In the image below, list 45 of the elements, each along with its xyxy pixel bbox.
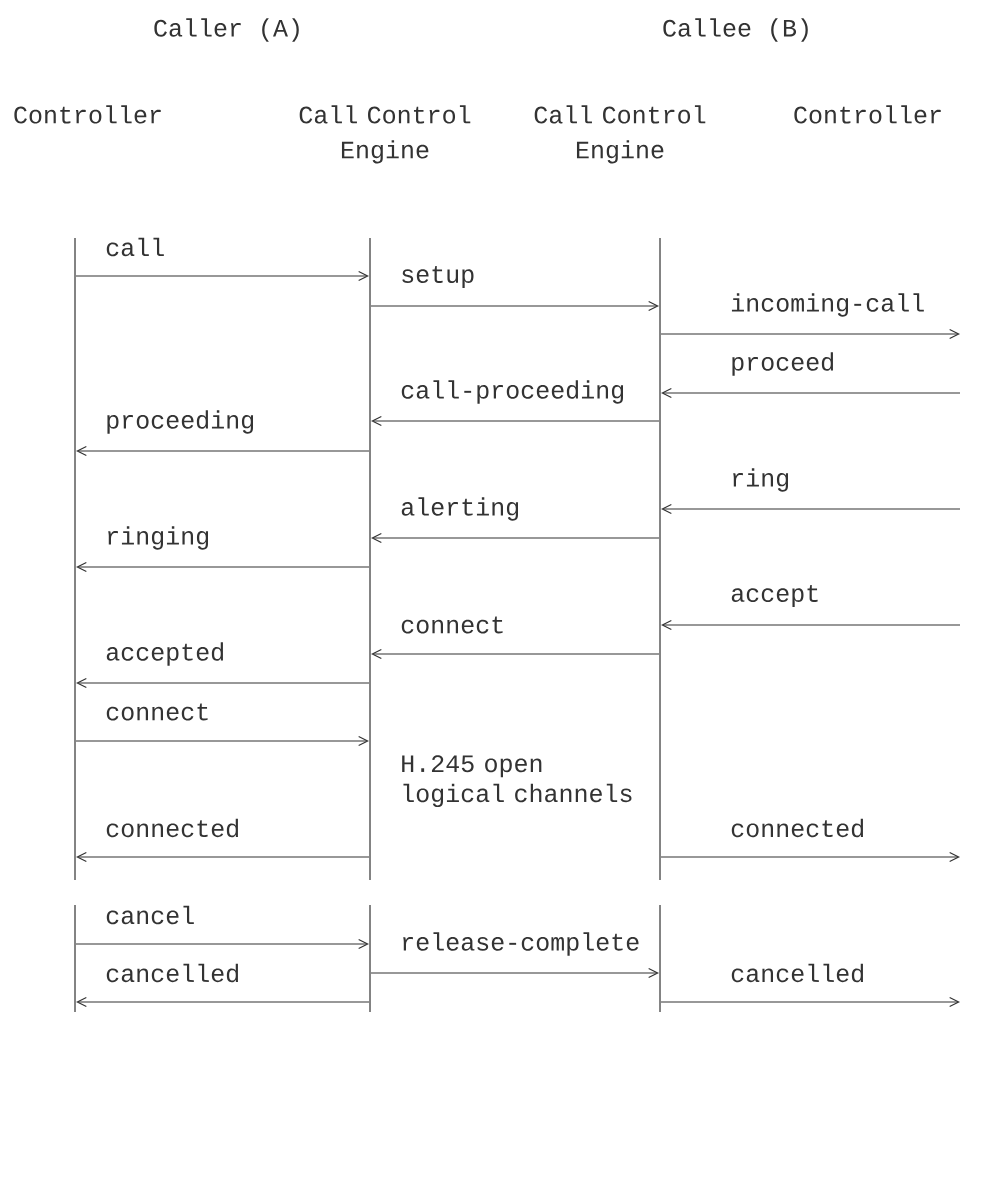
message-label: cancel (106, 905, 194, 925)
message-label: release-complete (403, 932, 639, 956)
message-label: ringing (108, 526, 209, 550)
message-label: call-proceeding (401, 380, 624, 404)
arrow (370, 300, 659, 312)
arrow (76, 445, 370, 457)
arrow (75, 270, 369, 282)
message-label: incoming-call (731, 293, 924, 317)
column-heading: Callee (B) (663, 18, 808, 42)
message-label: setup (402, 266, 474, 288)
arrow (75, 735, 369, 747)
message-label: cancelled (106, 963, 238, 983)
message-label: ring (733, 468, 789, 492)
message-label: accept (731, 585, 818, 607)
message-label: connected (106, 818, 238, 838)
arrow (371, 415, 660, 427)
arrow (370, 967, 659, 979)
message-label: accepted (106, 642, 223, 666)
note: H.245 open logical channels (402, 755, 632, 808)
lifeline-header: Call Control Engine (299, 105, 471, 164)
message-label: connect (106, 703, 208, 721)
arrow (661, 503, 961, 515)
arrow (76, 851, 370, 863)
message-label: cancelled (731, 963, 863, 983)
arrow (661, 619, 961, 631)
arrow (661, 387, 961, 399)
arrow (76, 996, 370, 1008)
arrow (371, 532, 660, 544)
arrow (75, 938, 369, 950)
arrow (660, 996, 960, 1008)
message-label: connect (401, 616, 503, 634)
message-label: alerting (401, 497, 519, 521)
message-label: connected (731, 818, 863, 838)
arrow (76, 677, 370, 689)
lifeline-header: Call Control Engine (534, 105, 706, 164)
message-label: call (106, 237, 164, 257)
arrow (371, 648, 660, 660)
lifeline-header: Controller (14, 105, 161, 124)
arrow (660, 851, 960, 863)
arrow (76, 561, 370, 573)
arrow (660, 328, 960, 340)
message-label: proceeding (107, 410, 254, 434)
lifeline-header: Controller (794, 105, 941, 124)
column-heading: Caller (A) (154, 18, 299, 42)
message-label: proceed (732, 352, 833, 376)
